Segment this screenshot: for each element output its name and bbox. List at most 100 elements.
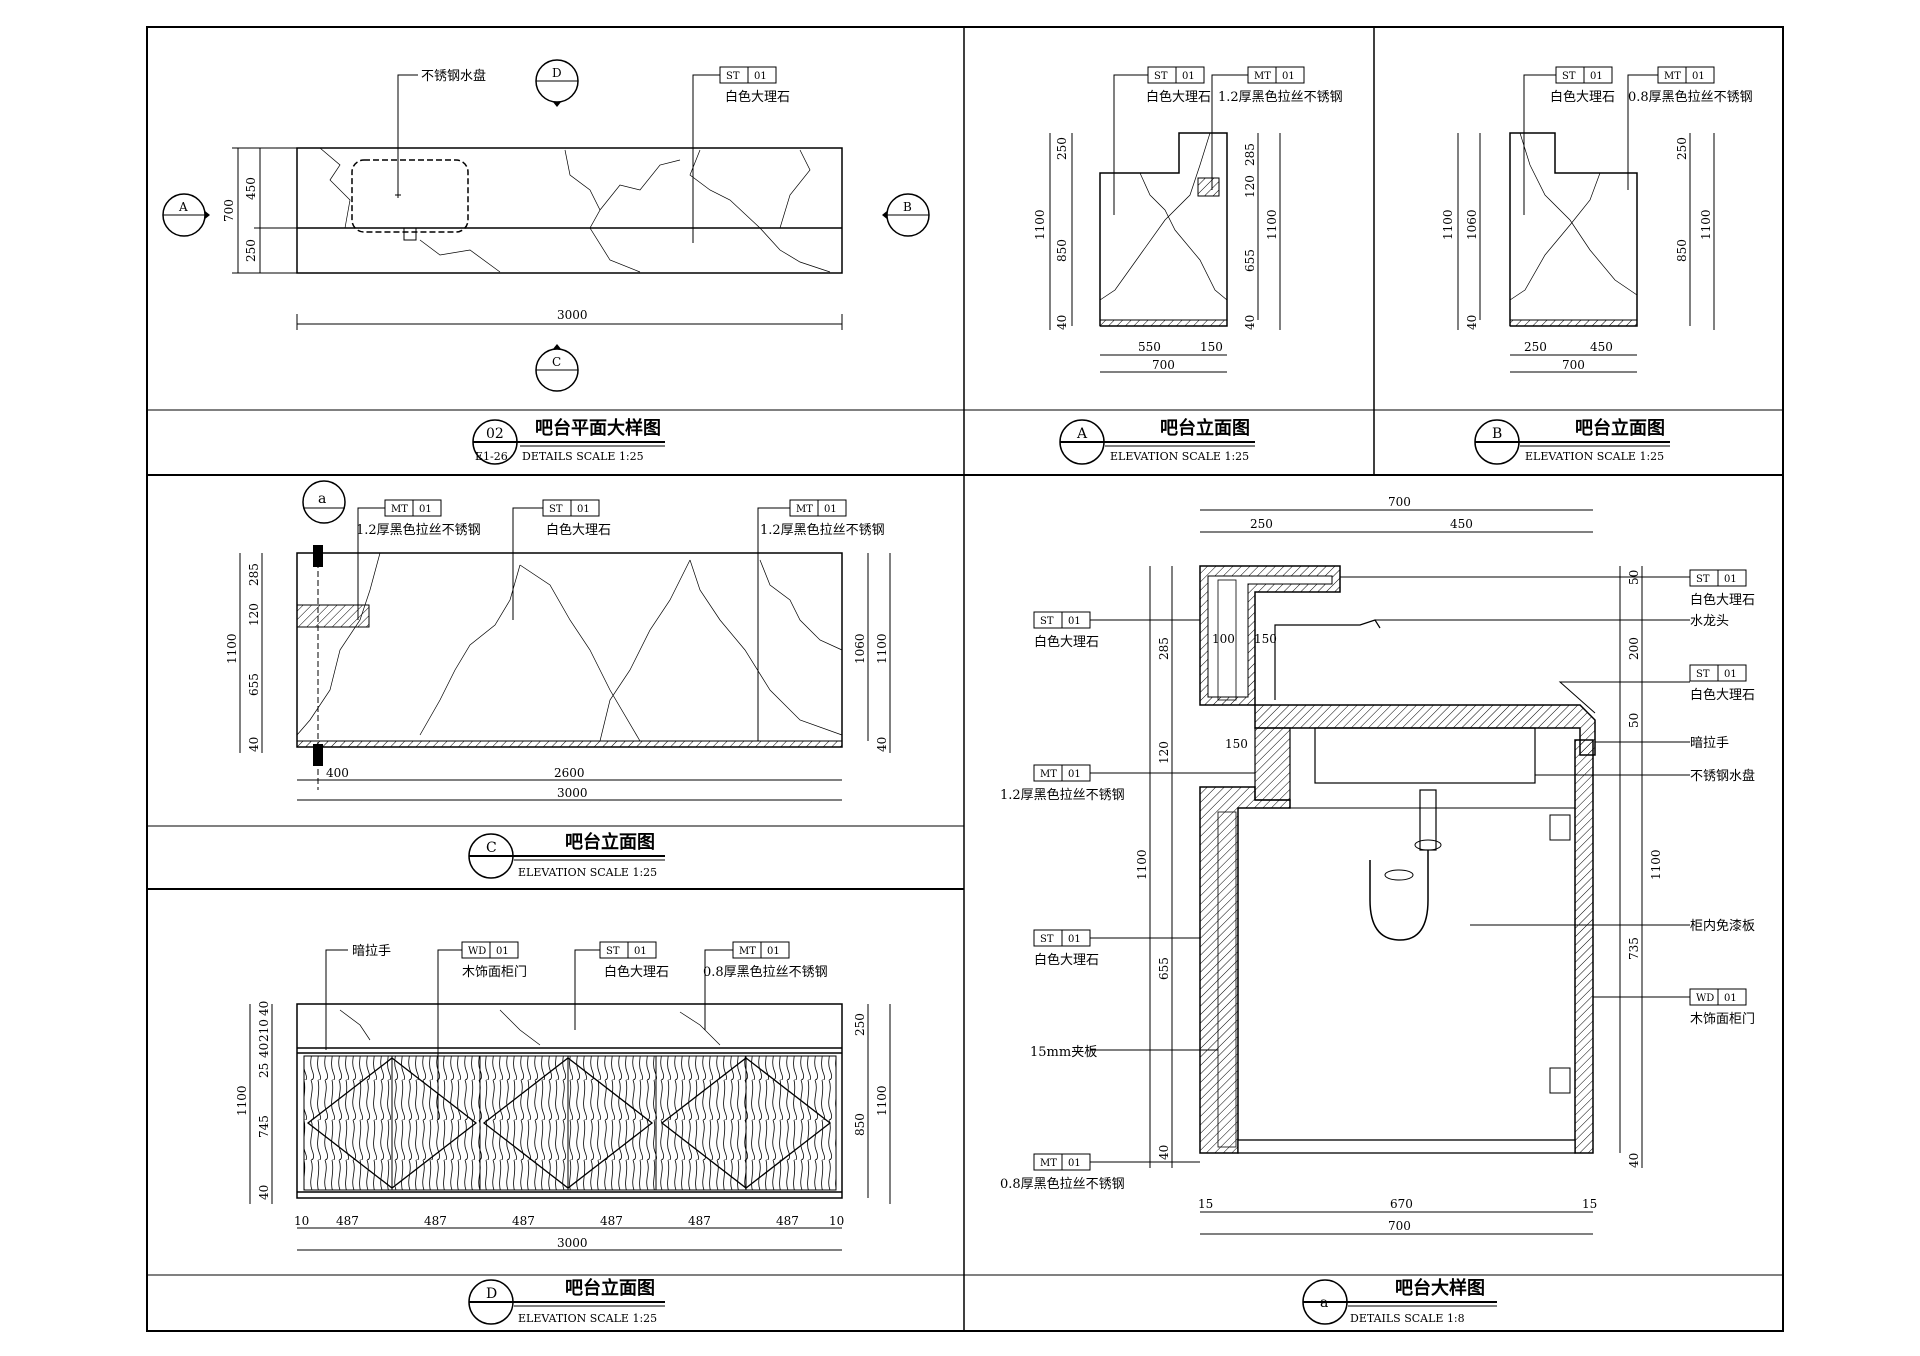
svg-text:MT: MT — [1040, 1158, 1057, 1169]
elev-a-tag-mt: MT 01 1.2厚黑色拉丝不锈钢 — [1218, 66, 1343, 105]
elevation-d: 暗拉手 WD 01 木饰面柜门 ST 01 白色大理石 MT 01 0.8厚黑色… — [235, 941, 891, 1325]
detail-a-dim-285: 285 — [1157, 637, 1171, 660]
plan-dim-450: 450 — [244, 177, 258, 200]
svg-text:木饰面柜门: 木饰面柜门 — [462, 965, 527, 980]
detail-a-dim-1100-right: 1100 — [1649, 849, 1663, 880]
svg-text:MT: MT — [739, 946, 756, 957]
detail-a-title-block: a 吧台大样图 DETAILS SCALE 1:8 — [1302, 1277, 1497, 1325]
elev-a-dim-655: 655 — [1243, 249, 1257, 272]
elev-d-title-block: D 吧台立面图 ELEVATION SCALE 1:25 — [468, 1277, 665, 1325]
section-marker-b: B — [882, 193, 930, 237]
section-cut-a: a — [302, 480, 346, 790]
elev-d-dim-10-right: 10 — [829, 1214, 844, 1228]
detail-a-tag-st-top: ST 01 白色大理石 — [1689, 569, 1755, 608]
elev-a-dim-40-right: 40 — [1243, 315, 1257, 330]
elev-d-dim-487: 487 — [688, 1214, 711, 1228]
detail-a-dim-50-a: 50 — [1627, 570, 1641, 585]
svg-text:MT: MT — [1040, 769, 1057, 780]
svg-text:01: 01 — [1724, 993, 1737, 1004]
svg-text:01: 01 — [1692, 71, 1705, 82]
svg-text:0.8厚黑色拉丝不锈钢: 0.8厚黑色拉丝不锈钢 — [1628, 89, 1753, 105]
detail-a-tag-wd: WD 01 木饰面柜门 — [1689, 988, 1755, 1027]
detail-a-dim-450: 450 — [1450, 517, 1473, 531]
svg-text:WD: WD — [468, 946, 486, 957]
elev-b-dim-1060: 1060 — [1465, 209, 1479, 240]
svg-text:MT: MT — [796, 504, 813, 515]
elev-a-dim-40-left: 40 — [1055, 315, 1069, 330]
svg-text:白色大理石: 白色大理石 — [546, 522, 611, 538]
svg-text:01: 01 — [496, 946, 509, 957]
svg-text:ELEVATION SCALE 1:25: ELEVATION SCALE 1:25 — [1110, 450, 1249, 463]
elev-a-leaders — [1113, 74, 1248, 215]
detail-a-dim-655: 655 — [1157, 957, 1171, 980]
elev-b-dim-1100-right: 1100 — [1699, 209, 1713, 240]
svg-text:吧台大样图: 吧台大样图 — [1395, 1277, 1485, 1299]
svg-text:MT: MT — [1254, 71, 1271, 82]
svg-text:吧台立面图: 吧台立面图 — [565, 1277, 655, 1299]
plan-sink-label: 不锈钢水盘 — [421, 68, 486, 84]
detail-a-handle-label: 暗拉手 — [1690, 736, 1729, 751]
elev-a-title-block: A 吧台立面图 ELEVATION SCALE 1:25 — [1059, 417, 1255, 465]
svg-text:白色大理石: 白色大理石 — [1550, 89, 1615, 105]
elev-b-veins — [1509, 132, 1638, 301]
elev-b-dims — [1457, 133, 1715, 373]
svg-text:01: 01 — [1724, 574, 1737, 585]
elevation-c: a MT 01 1.2厚黑色拉丝不锈钢 ST 01 白色大理石 MT 01 1.… — [225, 480, 891, 879]
elev-a-veins — [1099, 132, 1228, 301]
plan-dim-250: 250 — [244, 239, 258, 262]
svg-text:ST: ST — [549, 504, 563, 515]
elev-a-outline — [1099, 132, 1228, 327]
elev-b-dim-250: 250 — [1675, 137, 1689, 160]
svg-text:白色大理石: 白色大理石 — [1034, 634, 1099, 650]
elev-b-dim-1100: 1100 — [1441, 209, 1455, 240]
detail-a-dim-670: 670 — [1390, 1197, 1413, 1211]
elev-d-dim-487: 487 — [776, 1214, 799, 1228]
elevation-a: ST 01 白色大理石 MT 01 1.2厚黑色拉丝不锈钢 250 850 11… — [1033, 66, 1343, 465]
elev-b-dim-450w: 450 — [1590, 340, 1613, 354]
elev-d-dim-25: 25 — [257, 1063, 271, 1078]
elev-d-dim-1100: 1100 — [235, 1085, 249, 1116]
detail-a-dim-200: 200 — [1627, 637, 1641, 660]
elev-c-dim-2600: 2600 — [554, 766, 585, 780]
elevation-b: ST 01 白色大理石 MT 01 0.8厚黑色拉丝不锈钢 1100 1060 … — [1441, 66, 1753, 465]
plan-view: 不锈钢水盘 ST 01 白色大理石 3000 700 450 250 A — [162, 59, 930, 465]
svg-text:B: B — [903, 200, 912, 214]
elev-c-dim-400: 400 — [326, 766, 349, 780]
plan-counter-outline — [296, 147, 843, 274]
svg-text:1.2厚黑色拉丝不锈钢: 1.2厚黑色拉丝不锈钢 — [760, 522, 885, 538]
svg-text:白色大理石: 白色大理石 — [1146, 89, 1211, 105]
detail-a-dim-735: 735 — [1627, 937, 1641, 960]
elev-a-dim-700: 700 — [1152, 358, 1175, 372]
elev-c-tag-mt1: MT 01 1.2厚黑色拉丝不锈钢 — [356, 499, 481, 538]
svg-text:C: C — [486, 840, 497, 856]
svg-text:0.8厚黑色拉丝不锈钢: 0.8厚黑色拉丝不锈钢 — [1000, 1176, 1125, 1192]
svg-text:D: D — [486, 1286, 497, 1302]
elev-c-dim-1100: 1100 — [225, 633, 239, 664]
plan-material-tag-st: ST 01 白色大理石 — [719, 66, 790, 105]
elev-c-dim-3000: 3000 — [557, 786, 588, 800]
svg-text:吧台平面大样图: 吧台平面大样图 — [535, 417, 661, 439]
svg-text:1.2厚黑色拉丝不锈钢: 1.2厚黑色拉丝不锈钢 — [356, 522, 481, 538]
elev-d-dim-40-bottom: 40 — [257, 1185, 271, 1200]
svg-text:A: A — [1076, 426, 1088, 442]
elev-b-dim-250w: 250 — [1524, 340, 1547, 354]
svg-text:0.8厚黑色拉丝不锈钢: 0.8厚黑色拉丝不锈钢 — [703, 964, 828, 980]
svg-text:D: D — [552, 66, 562, 80]
elev-d-tag-st: ST 01 白色大理石 — [599, 941, 669, 980]
elev-d-dim-1100-right: 1100 — [875, 1085, 889, 1116]
detail-a-sink-label: 不锈钢水盘 — [1690, 768, 1755, 784]
elev-a-dim-1100-right: 1100 — [1265, 209, 1279, 240]
svg-text:ST: ST — [1696, 669, 1710, 680]
svg-text:DETAILS SCALE 1:25: DETAILS SCALE 1:25 — [522, 450, 644, 463]
svg-text:a: a — [1320, 1295, 1328, 1311]
svg-text:01: 01 — [1282, 71, 1295, 82]
elev-c-tag-st: ST 01 白色大理石 — [542, 499, 611, 538]
svg-text:E1-26: E1-26 — [475, 450, 508, 463]
elev-a-tag-st: ST 01 白色大理石 — [1146, 66, 1211, 105]
elev-a-dim-250: 250 — [1055, 137, 1069, 160]
svg-text:MT: MT — [391, 504, 408, 515]
svg-text:01: 01 — [1068, 769, 1081, 780]
